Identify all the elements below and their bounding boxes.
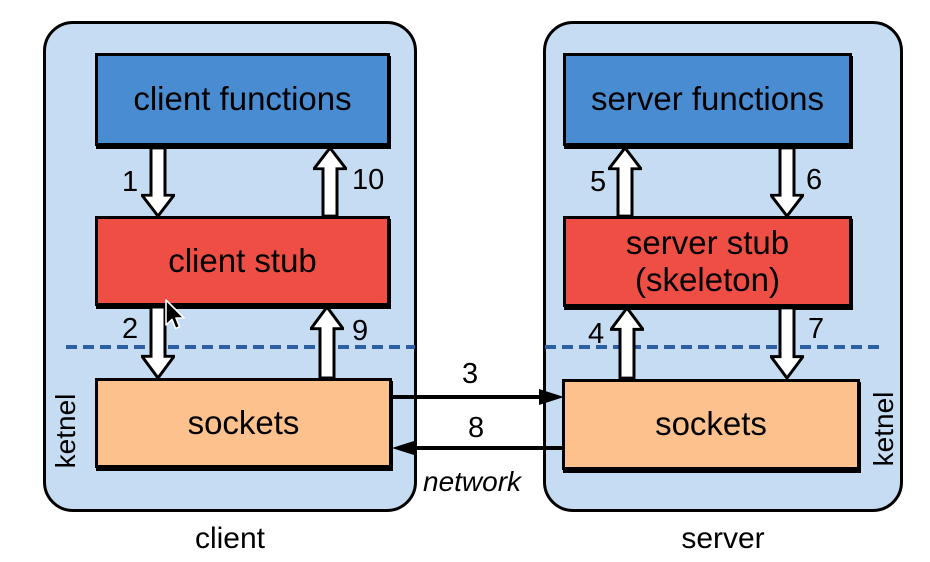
arrow-down-step6-icon	[770, 146, 804, 218]
server-sockets-label: sockets	[655, 405, 767, 443]
server-sockets-box: sockets	[562, 379, 860, 470]
client-stub-box: client stub	[95, 216, 390, 306]
server-stub-label-line2: (skeleton)	[635, 260, 780, 298]
step-label-5: 5	[590, 166, 607, 198]
step-label-10: 10	[352, 164, 385, 196]
arrow-right-step3-icon	[391, 389, 564, 405]
arrow-up-step9-icon	[310, 305, 344, 380]
server-functions-box: server functions	[563, 53, 852, 146]
network-label: network	[423, 466, 522, 497]
step-label-1: 1	[122, 166, 139, 198]
arrow-left-step8-icon	[392, 440, 565, 456]
arrow-up-step5-icon	[608, 146, 642, 218]
step-label-3: 3	[462, 358, 479, 390]
step-label-6: 6	[806, 164, 823, 196]
step-label-4: 4	[588, 318, 605, 350]
server-stub-label-line1: server stub	[625, 224, 790, 262]
server-stub-box: server stub (skeleton)	[563, 216, 852, 307]
arrow-down-step2-icon	[141, 305, 175, 380]
arrow-up-step10-icon	[313, 146, 347, 218]
arrow-down-step1-icon	[141, 146, 175, 218]
server-caption: server	[681, 522, 765, 555]
arrow-up-step4-icon	[610, 306, 644, 380]
client-stub-label: client stub	[168, 241, 317, 279]
client-caption: client	[194, 522, 266, 555]
step-label-9: 9	[352, 315, 369, 347]
step-label-8: 8	[468, 412, 485, 444]
arrow-down-step7-icon	[770, 306, 804, 380]
kernel-boundary-line-server	[545, 345, 882, 349]
client-functions-box: client functions	[95, 53, 390, 146]
client-sockets-label: sockets	[187, 403, 300, 441]
step-label-7: 7	[808, 313, 825, 345]
client-kernel-label: ketnel	[50, 393, 81, 469]
client-functions-label: client functions	[133, 80, 352, 118]
step-label-2: 2	[122, 313, 139, 345]
client-sockets-box: sockets	[95, 378, 392, 468]
server-kernel-label: ketnel	[868, 391, 899, 467]
mouse-cursor	[165, 299, 185, 330]
server-functions-label: server functions	[591, 80, 824, 118]
kernel-boundary-line-client	[66, 345, 415, 349]
